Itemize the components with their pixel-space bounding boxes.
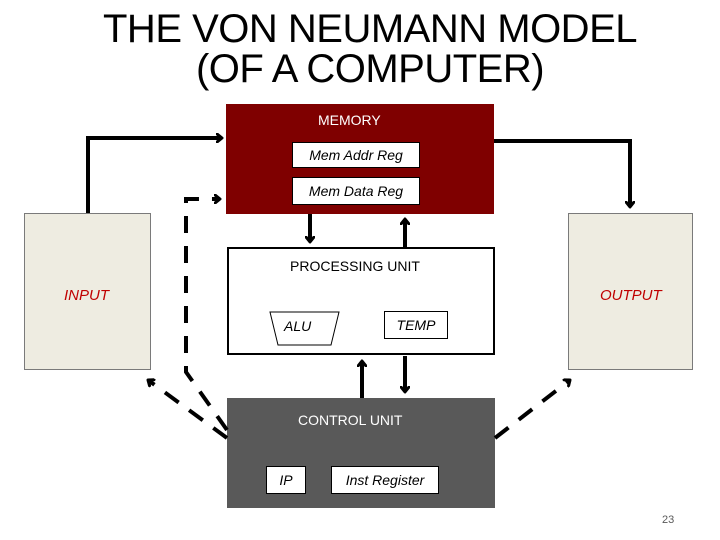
processing-unit-label: PROCESSING UNIT (290, 258, 420, 274)
temp-register: TEMP (384, 311, 448, 339)
control-to-memory-dashed-arrow (184, 199, 229, 432)
output-label: OUTPUT (600, 287, 662, 304)
mem-data-reg: Mem Data Reg (292, 177, 420, 205)
output-block (568, 213, 693, 370)
page-number: 23 (662, 514, 675, 526)
ip-register: IP (266, 466, 306, 494)
input-to-memory-arrow (86, 138, 222, 213)
slide-title-line-1: THE VON NEUMANN MODEL (103, 7, 638, 51)
control-to-input-dashed-arrow (148, 380, 229, 440)
inst-register: Inst Register (331, 466, 439, 494)
processing-unit-block (227, 247, 495, 355)
memory-to-output-arrow (494, 139, 630, 207)
alu-shape (269, 311, 340, 346)
slide-title-line-2: (OF A COMPUTER) (195, 47, 545, 91)
control-unit-label: CONTROL UNIT (298, 412, 403, 428)
alu-label: ALU (284, 318, 312, 334)
input-label: INPUT (64, 287, 109, 304)
input-block (24, 213, 151, 370)
mem-addr-reg: Mem Addr Reg (292, 142, 420, 168)
control-to-output-dashed-arrow (493, 380, 570, 440)
memory-label: MEMORY (318, 112, 381, 128)
